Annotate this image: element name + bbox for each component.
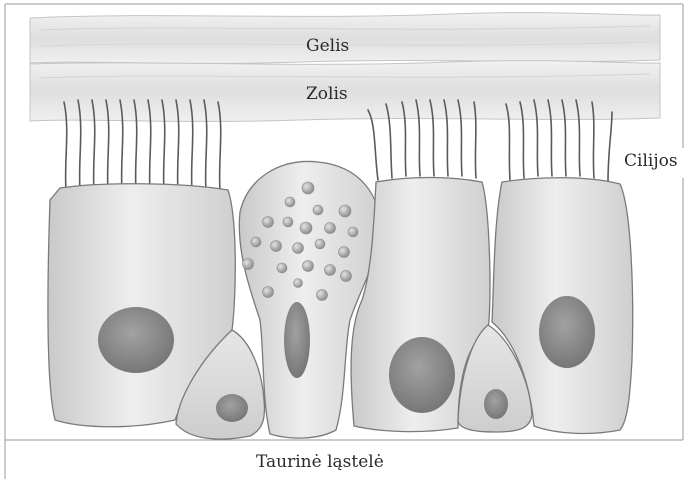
nucleus	[98, 307, 174, 373]
gel-layer-label: Gelis	[306, 36, 349, 56]
sol-layer-label: Zolis	[306, 84, 348, 104]
nucleus	[539, 296, 595, 368]
cilia-label: Cilijos	[624, 151, 678, 171]
nucleus	[284, 302, 310, 378]
nucleus	[216, 394, 248, 422]
nucleus	[484, 389, 508, 419]
nucleus	[389, 337, 455, 413]
goblet-cell-label: Taurinė ląstelė	[256, 452, 384, 472]
